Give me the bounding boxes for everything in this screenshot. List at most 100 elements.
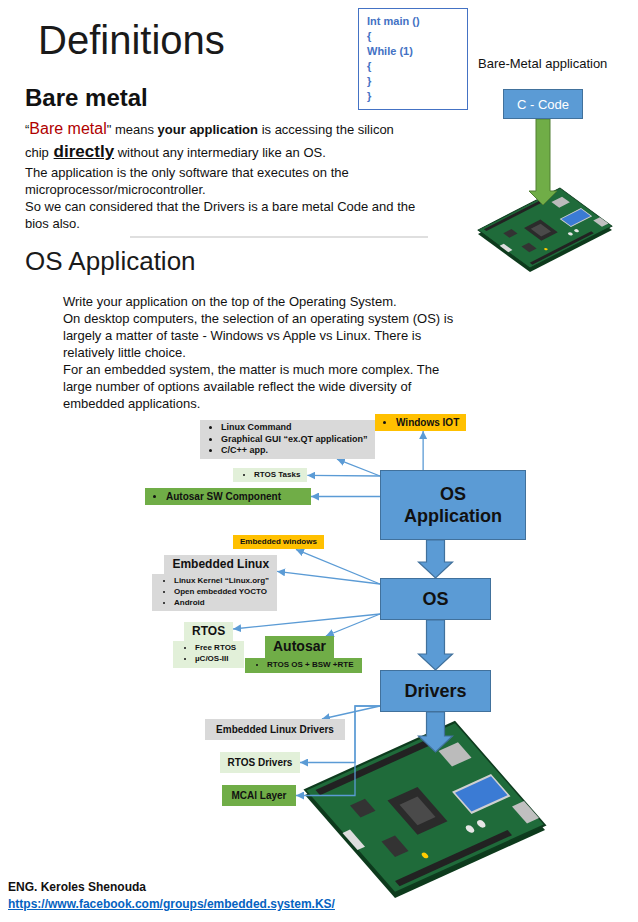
- block-arrow: [529, 119, 557, 205]
- section-heading: OS Application: [25, 246, 196, 277]
- list-item: Graphical GUI “ex.QT application”: [221, 434, 368, 446]
- text-lines: C - Code: [517, 97, 569, 112]
- list-item: Windows IOT: [396, 416, 459, 429]
- author-name: ENG. Keroles Shenouda: [8, 880, 146, 894]
- text-lines: OS: [422, 588, 448, 611]
- text-lines: Embedded Linux Drivers: [212, 723, 338, 736]
- connector-arrow: [422, 431, 423, 470]
- list-item: RTOS Tasks: [254, 470, 300, 480]
- box-text: Int main (): [367, 14, 459, 29]
- section-heading: Bare metal: [25, 84, 148, 112]
- paragraph: “Bare metal" meansyour applicationis acc…: [25, 118, 425, 164]
- box-text: }: [367, 89, 459, 104]
- board-illustration: [305, 722, 545, 893]
- option-box: RTOS Tasks: [233, 468, 307, 482]
- item-list: Autosar SW Component: [152, 490, 304, 503]
- link-text: https://www.facebook.com/groups/embedded…: [8, 897, 335, 911]
- box-text: OS: [422, 588, 448, 611]
- text-lines: Drivers: [404, 680, 466, 703]
- option-group: AutosarRTOS OS + BSW +RTE: [245, 636, 362, 673]
- text-lines: Int main (){While (1){}}: [367, 14, 459, 104]
- box-heading: RTOS: [192, 624, 225, 638]
- heading-tab: Autosar: [265, 636, 334, 658]
- connector-arrow: [233, 614, 380, 629]
- block-arrow: [419, 712, 453, 752]
- connector-arrow: [307, 475, 380, 477]
- box-text: {: [367, 29, 459, 44]
- caption-label: Bare-Metal application: [478, 56, 607, 71]
- list-item: Linux Command: [221, 422, 368, 434]
- box-heading: Autosar: [273, 638, 326, 654]
- option-box: Embedded Linux Drivers: [205, 719, 345, 740]
- box-text: Embedded Linux Drivers: [212, 723, 338, 736]
- layer-box: OS Application: [380, 470, 526, 540]
- list-item: C/C++ app.: [221, 445, 368, 457]
- list-item: Free RTOS: [195, 643, 236, 654]
- item-list: Linux Kernel “Linux.org”Open embedded YO…: [152, 574, 277, 611]
- heading-tab: RTOS: [184, 622, 233, 641]
- list-item: Android: [174, 598, 269, 609]
- box-text: RTOS Drivers: [227, 756, 293, 769]
- body-text: Bare metal: [29, 120, 106, 137]
- text-lines: MCAl Layer: [229, 789, 289, 802]
- option-box: Autosar SW Component: [145, 488, 311, 505]
- connector-arrow: [322, 706, 380, 719]
- separator-line: [130, 237, 428, 238]
- page-title: Definitions: [38, 20, 225, 60]
- process-box: C - Code: [503, 89, 583, 119]
- option-group: RTOS Free RTOSµC/OS-III: [173, 622, 244, 668]
- text-lines: Embedded windows: [240, 537, 317, 547]
- list-item: µC/OS-III: [195, 654, 236, 665]
- item-list: RTOS Tasks: [240, 470, 300, 480]
- body-text: “: [25, 122, 29, 137]
- paragraph: The application is the only software tha…: [25, 164, 425, 198]
- item-list: RTOS OS + BSW +RTE: [245, 658, 362, 674]
- item-list: Free RTOSµC/OS-III: [173, 641, 244, 668]
- connector-arrow: [277, 571, 380, 584]
- paragraph: For an embedded system, the matter is mu…: [63, 361, 463, 412]
- box-text: Embedded windows: [240, 537, 317, 547]
- body-text: directly: [54, 142, 114, 161]
- code-box: Int main (){While (1){}}: [358, 8, 468, 110]
- option-group: Embedded LinuxLinux Kernel “Linux.org”Op…: [152, 555, 277, 611]
- heading-tab: Embedded Linux: [164, 555, 277, 574]
- body-text: The application is the only software tha…: [25, 165, 349, 197]
- item-list: Linux CommandGraphical GUI “ex.QT applic…: [207, 422, 368, 457]
- paragraph: On desktop computers, the selection of a…: [63, 310, 463, 361]
- paragraph-block: “Bare metal" meansyour applicationis acc…: [25, 118, 425, 232]
- block-arrow: [419, 620, 453, 670]
- body-text: On desktop computers, the selection of a…: [63, 311, 453, 360]
- body-text: Write your application on the top of the…: [63, 294, 397, 309]
- body-text: For an embedded system, the matter is mu…: [63, 362, 439, 411]
- box-text: }: [367, 74, 459, 89]
- paragraph: Write your application on the top of the…: [63, 293, 463, 310]
- box-text: OS Application: [397, 483, 509, 528]
- option-box: RTOS Drivers: [220, 752, 300, 773]
- text-lines: RTOS Drivers: [227, 756, 293, 769]
- item-list: Windows IOT: [382, 416, 459, 429]
- option-box: MCAl Layer: [222, 785, 296, 806]
- text-lines: OS Application: [397, 483, 509, 528]
- option-box: Embedded windows: [233, 535, 324, 549]
- connector-arrow: [326, 614, 380, 636]
- body-text: So we can considered that the Drivers is…: [25, 199, 415, 231]
- box-text: While (1): [367, 44, 459, 59]
- box-text: Drivers: [404, 680, 466, 703]
- body-text: your application: [158, 122, 258, 137]
- paragraph: So we can considered that the Drivers is…: [25, 198, 425, 232]
- option-box: Windows IOT: [375, 414, 466, 431]
- connector-arrow: [337, 459, 380, 476]
- paragraph-block: Write your application on the top of the…: [63, 293, 463, 412]
- list-item: Open embedded YOCTO: [174, 587, 269, 598]
- layer-box: OS: [380, 578, 491, 620]
- list-item: Autosar SW Component: [166, 490, 304, 503]
- box-heading: Embedded Linux: [172, 557, 269, 571]
- option-box: Linux CommandGraphical GUI “ex.QT applic…: [200, 420, 375, 459]
- box-text: C - Code: [517, 97, 569, 112]
- list-item: RTOS OS + BSW +RTE: [267, 660, 354, 671]
- body-text: " means: [107, 122, 154, 137]
- block-arrow: [419, 540, 453, 578]
- list-item: Linux Kernel “Linux.org”: [174, 576, 269, 587]
